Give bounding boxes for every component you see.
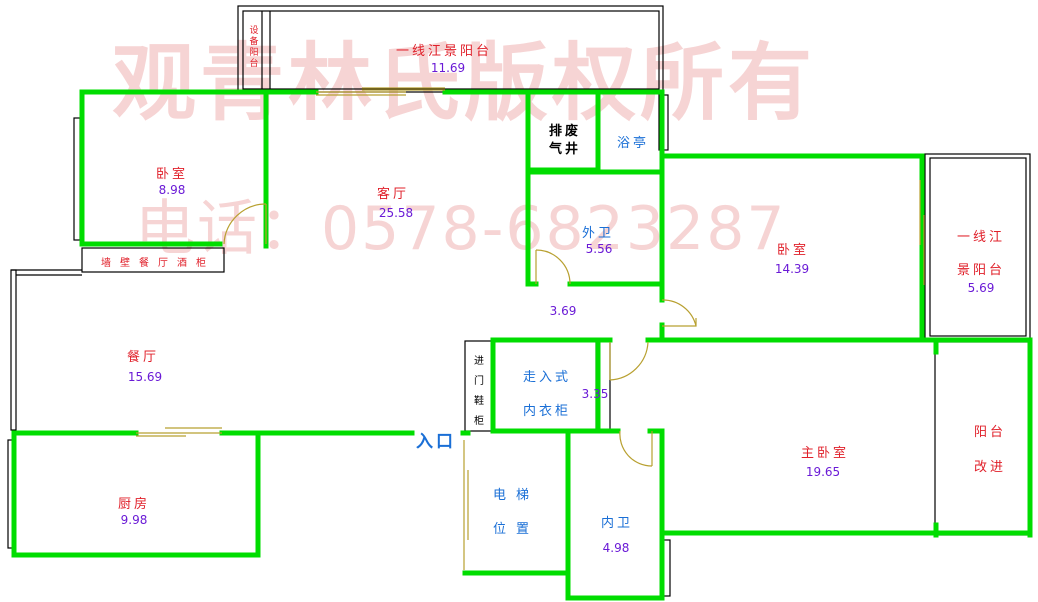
bedroom-nw-name: 卧室 [155, 167, 189, 182]
watermark-phone: 电话：0578-6823287 [135, 194, 787, 264]
ensuite-bath-name: 内卫 [600, 516, 634, 531]
kitchen-name: 厨房 [117, 497, 151, 512]
elevator-line1: 电梯 [492, 488, 540, 503]
exhaust-shaft-line1: 排废 [548, 124, 582, 139]
dining-room-name: 餐厅 [126, 350, 160, 365]
watermark-copyright: 观青林氏版权所有 [112, 34, 817, 132]
bedroom-nw-area: 8.98 [158, 183, 186, 197]
doors-windows [136, 87, 925, 570]
guest-bath-area: 5.56 [585, 242, 613, 256]
living-room-area: 25.58 [378, 206, 414, 220]
guest-bath-name: 外卫 [581, 226, 615, 241]
balcony-master-line2: 改进 [973, 460, 1007, 475]
bedroom-e-name: 卧室 [776, 243, 810, 258]
walkin-closet-area: 3.35 [581, 387, 609, 401]
dining-room-area: 15.69 [127, 370, 163, 384]
master-bedroom-area: 19.65 [805, 465, 841, 479]
shoe-cabinet-label: 进门鞋柜 [474, 356, 484, 427]
walkin-closet-line2: 内衣柜 [522, 404, 572, 419]
master-bedroom-name: 主卧室 [800, 446, 850, 461]
balcony-top-name: 一线江景阳台 [395, 44, 493, 59]
equipment-balcony-label: 设备阳台 [249, 26, 259, 69]
shower-label: 浴亭 [616, 136, 650, 151]
balcony-master-line1: 阳台 [973, 425, 1007, 440]
balcony-top-area: 11.69 [430, 61, 466, 75]
ensuite-bath-area: 4.98 [602, 541, 630, 555]
balcony-e-line1: 一线江 [956, 230, 1006, 245]
walkin-closet-line1: 走入式 [522, 370, 572, 385]
exhaust-shaft-line2: 气井 [548, 142, 582, 157]
green-walls [11, 89, 1033, 601]
balcony-e-area: 5.69 [967, 281, 995, 295]
bedroom-e-area: 14.39 [774, 262, 810, 276]
corridor-area: 3.69 [549, 304, 577, 318]
elevator-line2: 位置 [492, 522, 540, 537]
wine-cabinet-label: 墙壁餐厅酒柜 [101, 258, 215, 269]
kitchen-area: 9.98 [120, 513, 148, 527]
balcony-e-line2: 景阳台 [956, 263, 1006, 278]
entrance-label: 入口 [416, 432, 456, 452]
living-room-name: 客厅 [376, 187, 410, 202]
